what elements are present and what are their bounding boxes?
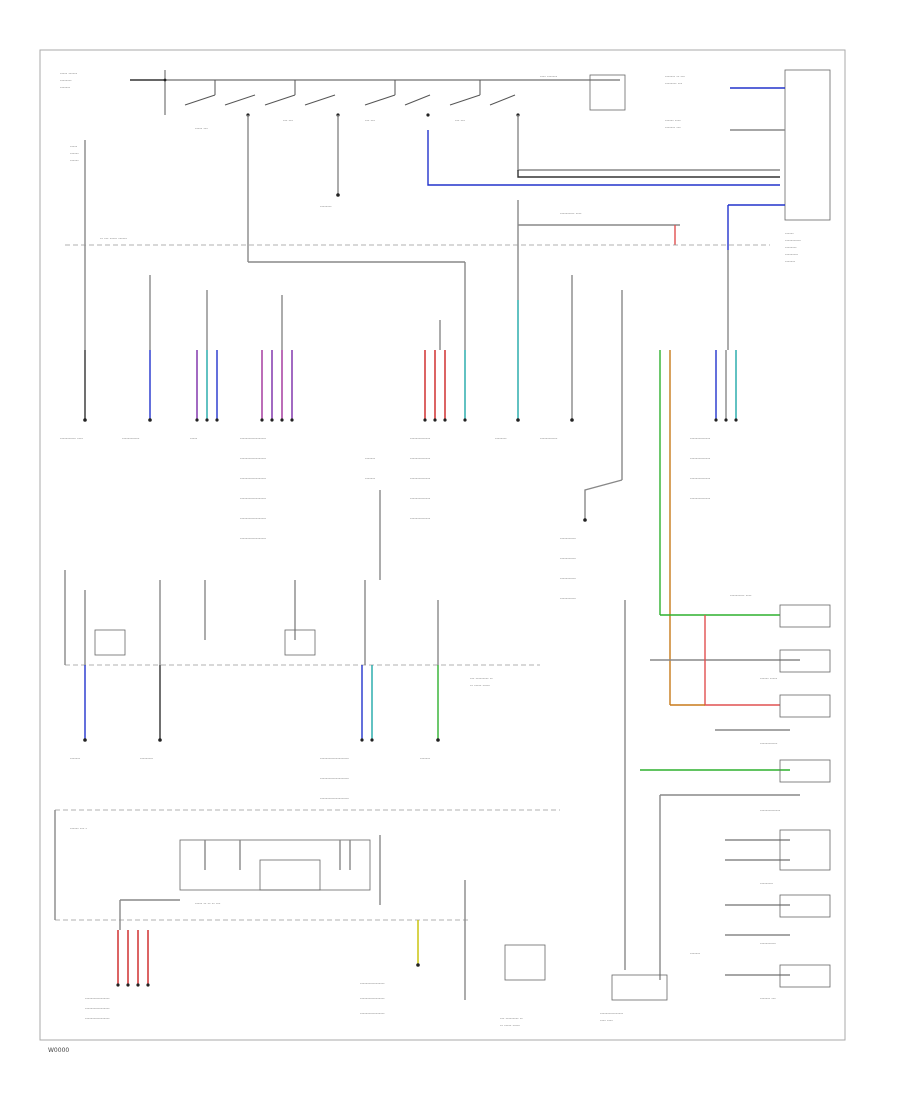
svg-text:------------------: ------------------: [240, 436, 267, 441]
svg-text:-----------------: -----------------: [85, 996, 110, 1001]
svg-text:-- --- ----- ------: -- --- ----- ------: [100, 236, 127, 241]
svg-text:------ ----: ------ ----: [665, 118, 681, 123]
svg-text:------: ------: [70, 158, 79, 163]
svg-text:-----------: -----------: [560, 596, 576, 601]
svg-text:--------------: --------------: [410, 436, 431, 441]
svg-text:-------: -------: [785, 259, 796, 264]
svg-text:--------------: --------------: [690, 496, 711, 501]
svg-text:------- -- ---: ------- -- ---: [665, 74, 685, 79]
svg-text:-----------------: -----------------: [85, 1006, 110, 1011]
svg-text:------: ------: [70, 151, 79, 156]
svg-text:--------------: --------------: [410, 516, 431, 521]
svg-text:---------- ----: ---------- ----: [730, 593, 752, 598]
fuse-points: [163, 78, 520, 117]
svg-text:------- ---: ------- ---: [760, 996, 776, 1001]
svg-text:-- ----- -----: -- ----- -----: [500, 1023, 520, 1028]
svg-text:-------: -------: [365, 476, 376, 481]
top-switch-row: ---- ------- ----- --- --- --- --- --- -…: [60, 70, 626, 131]
svg-text:-- ----- -----: -- ----- -----: [470, 683, 490, 688]
svg-text:--------: --------: [495, 436, 507, 441]
svg-text:-------- ---: -------- ---: [665, 81, 683, 86]
svg-text:---- ----: ---- ----: [600, 1018, 613, 1023]
svg-text:--------------------: --------------------: [320, 776, 349, 781]
svg-text:------------------: ------------------: [240, 516, 267, 521]
svg-text:---------: ---------: [760, 881, 774, 886]
svg-text:--- --------- --: --- --------- --: [500, 1016, 523, 1021]
svg-text:-------: -------: [60, 85, 71, 90]
svg-text:-----------------: -----------------: [360, 996, 385, 1001]
svg-text:-----------: -----------: [760, 941, 776, 946]
svg-text:------------: ------------: [760, 741, 778, 746]
svg-text:-----------: -----------: [785, 238, 801, 243]
svg-text:------: ------: [785, 231, 794, 236]
svg-text:-------: -------: [690, 951, 701, 956]
svg-text:------------------: ------------------: [240, 456, 267, 461]
svg-text:------------------: ------------------: [240, 476, 267, 481]
svg-text:--------------: --------------: [690, 456, 711, 461]
svg-text:--- ---: --- ---: [365, 118, 375, 123]
svg-text:-------: -------: [365, 456, 376, 461]
svg-text:----- ---: ----- ---: [195, 126, 208, 131]
svg-text:---------: ---------: [785, 252, 799, 257]
svg-text:--------: --------: [60, 78, 72, 83]
svg-text:--------------------: --------------------: [320, 756, 349, 761]
svg-text:-----------: -----------: [560, 556, 576, 561]
svg-text:--------------: --------------: [410, 496, 431, 501]
svg-text:--------------: --------------: [690, 436, 711, 441]
svg-text:--------------: --------------: [410, 476, 431, 481]
svg-text:--------------: --------------: [410, 456, 431, 461]
svg-text:-----------------: -----------------: [360, 1011, 385, 1016]
bottom-section: ------ --- - ----------------- ---------…: [70, 826, 546, 1028]
svg-text:---------- ----: ---------- ----: [560, 211, 582, 216]
svg-text:-----------------: -----------------: [85, 1016, 110, 1021]
fuse-row-1: [83, 245, 738, 705]
svg-text:----------- ----: ----------- ----: [60, 436, 83, 441]
svg-text:-----------------: -----------------: [360, 981, 385, 986]
svg-text:--------------: --------------: [760, 808, 781, 813]
svg-text:-----: -----: [190, 436, 198, 441]
svg-text:------------: ------------: [122, 436, 140, 441]
fuse-row-2: [83, 580, 440, 742]
svg-text:--- --------- --: --- --------- --: [470, 676, 493, 681]
svg-text:------- ---: ------- ---: [665, 125, 681, 130]
svg-text:--------: --------: [785, 245, 797, 250]
svg-text:-----: -----: [70, 144, 78, 149]
svg-text:-----------: -----------: [560, 536, 576, 541]
svg-text:-------: -------: [420, 756, 431, 761]
svg-text:--------: --------: [320, 204, 332, 209]
svg-text:-----------: -----------: [560, 576, 576, 581]
svg-text:----- ------: ----- ------: [60, 71, 78, 76]
svg-text:--- ---: --- ---: [283, 118, 293, 123]
row-2-labels: ------- --------- -------------------- -…: [70, 756, 431, 801]
svg-text:------ --- -: ------ --- -: [70, 826, 88, 831]
svg-text:--- ---: --- ---: [455, 118, 465, 123]
right-connectors: ---------- ---- ------ ----- -----------…: [600, 593, 831, 1023]
row-1-labels: ----------- ---- ------------ ----- ----…: [60, 436, 711, 601]
svg-text:--------------------: --------------------: [320, 796, 349, 801]
svg-text:-------: -------: [70, 756, 81, 761]
footer-code: W0000: [48, 1047, 69, 1054]
svg-text:----- -- -- -- ---: ----- -- -- -- ---: [195, 901, 221, 906]
svg-text:------------------: ------------------: [240, 496, 267, 501]
svg-text:----------------: ----------------: [600, 1011, 624, 1016]
svg-text:------------: ------------: [540, 436, 558, 441]
svg-text:------------------: ------------------: [240, 536, 267, 541]
diagram-border: [39, 49, 846, 1041]
svg-text:---------: ---------: [140, 756, 154, 761]
svg-text:------ -----: ------ -----: [760, 676, 778, 681]
svg-text:---- -------: ---- -------: [540, 74, 558, 79]
svg-text:--------------: --------------: [690, 476, 711, 481]
